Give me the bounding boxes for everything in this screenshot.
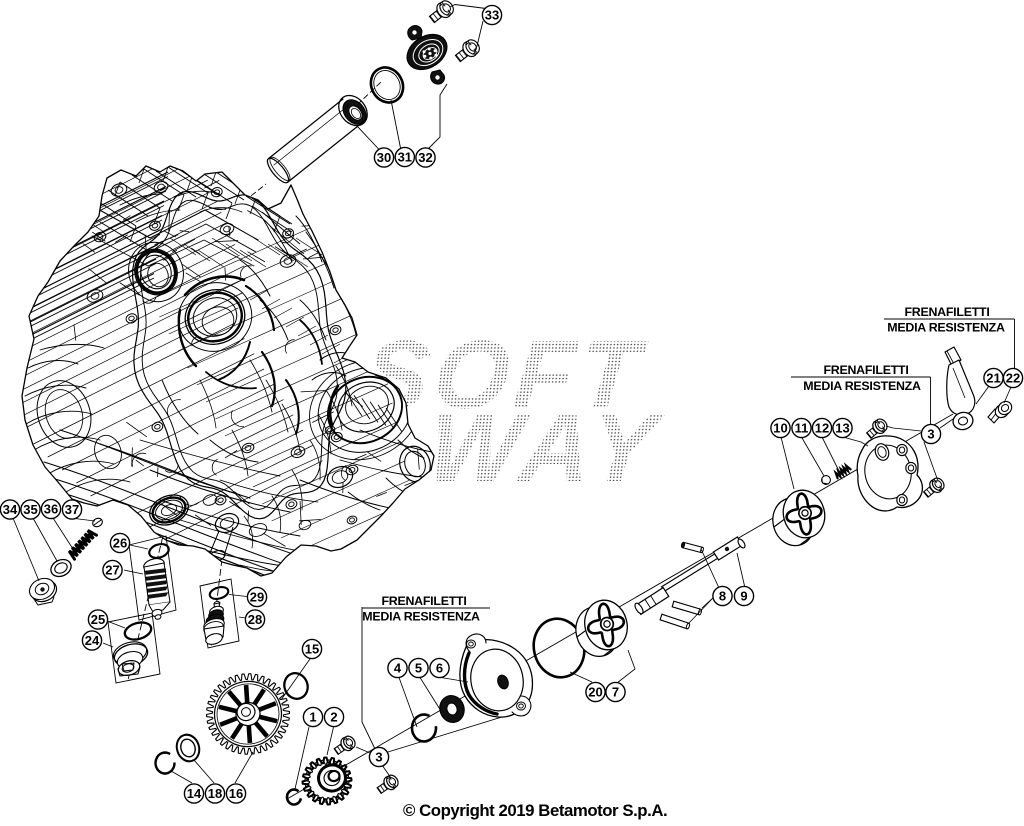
svg-text:24: 24 [85,633,100,648]
svg-text:11: 11 [795,421,809,436]
svg-text:36: 36 [44,502,58,517]
svg-text:3: 3 [375,750,382,765]
svg-text:4: 4 [394,661,402,676]
svg-text:37: 37 [65,502,79,517]
svg-text:32: 32 [418,150,432,165]
svg-text:22: 22 [1006,371,1020,386]
svg-text:16: 16 [229,786,243,801]
svg-text:27: 27 [105,563,119,578]
svg-text:© Copyright 2019 Betamotor S.p: © Copyright 2019 Betamotor S.p.A. [403,801,667,820]
svg-text:MEDIA RESISTENZA: MEDIA RESISTENZA [803,379,921,393]
svg-text:14: 14 [187,786,202,801]
svg-text:MEDIA RESISTENZA: MEDIA RESISTENZA [362,610,480,624]
svg-text:25: 25 [91,612,105,627]
svg-text:1: 1 [309,710,316,725]
svg-text:3: 3 [927,427,934,442]
svg-text:20: 20 [588,685,602,700]
svg-text:FRENAFILETTI: FRENAFILETTI [381,594,466,608]
svg-text:7: 7 [612,685,619,700]
svg-text:31: 31 [398,150,412,165]
svg-text:12: 12 [815,421,829,436]
svg-text:30: 30 [377,150,391,165]
svg-text:35: 35 [23,502,37,517]
svg-text:18: 18 [208,786,222,801]
svg-text:6: 6 [436,661,443,676]
svg-text:5: 5 [415,661,422,676]
svg-text:21: 21 [986,371,1000,386]
svg-text:FRENAFILETTI: FRENAFILETTI [823,363,908,377]
svg-text:29: 29 [250,590,264,605]
svg-text:MEDIA RESISTENZA: MEDIA RESISTENZA [887,321,1005,335]
svg-text:WAY: WAY [423,393,668,502]
svg-text:28: 28 [248,612,262,627]
svg-text:8: 8 [719,589,726,604]
svg-text:34: 34 [3,502,18,517]
svg-text:33: 33 [485,8,499,23]
svg-text:10: 10 [773,421,787,436]
svg-text:15: 15 [305,642,319,657]
svg-text:9: 9 [740,589,747,604]
svg-text:FRENAFILETTI: FRENAFILETTI [904,305,989,319]
svg-text:13: 13 [835,421,849,436]
svg-text:2: 2 [330,710,337,725]
svg-text:26: 26 [113,536,127,551]
